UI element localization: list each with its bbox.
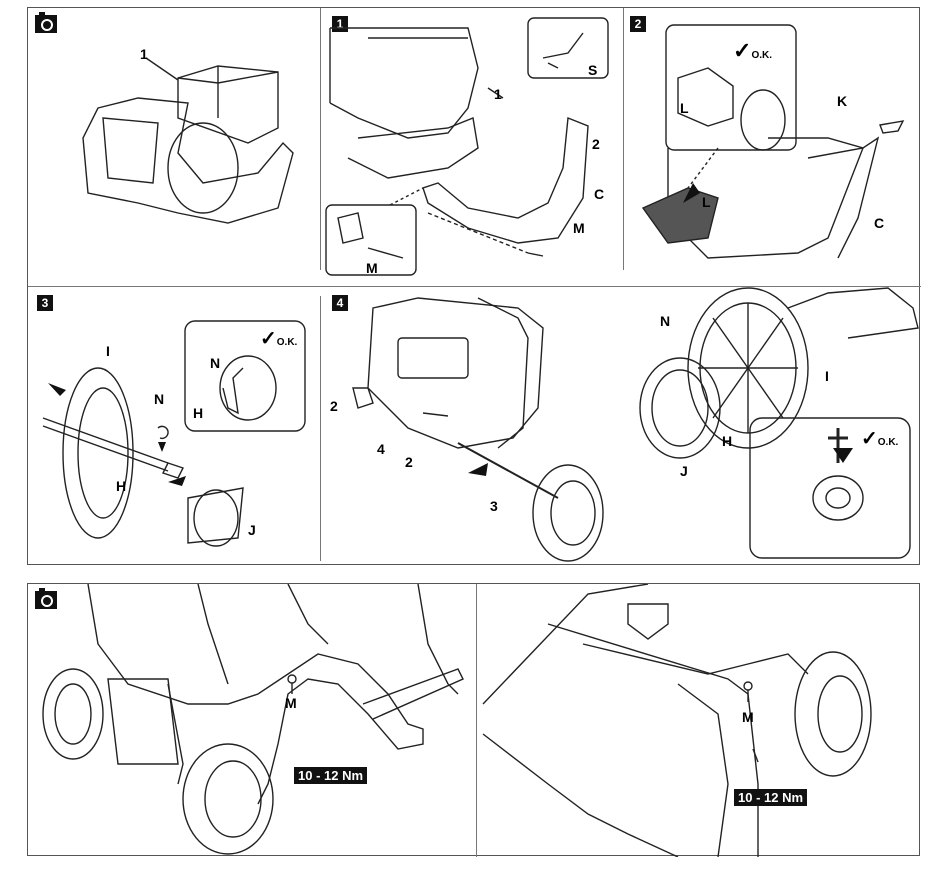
shredder-overview-illustration bbox=[83, 58, 293, 223]
top-instruction-panel: 1 2 3 4 bbox=[27, 7, 920, 565]
step1-illustration bbox=[326, 18, 608, 275]
label-step4-2b: 2 bbox=[405, 454, 413, 470]
label-wheel-J: J bbox=[680, 463, 688, 479]
label-right-M: M bbox=[742, 709, 754, 725]
step4-illustration bbox=[353, 298, 603, 561]
right-torque-illustration bbox=[483, 584, 871, 857]
shredder-line-drawings bbox=[28, 8, 921, 566]
label-step4-2a: 2 bbox=[330, 398, 338, 414]
ok-checkmark-step3: ✓O.K. bbox=[260, 326, 297, 351]
torque-spec-right: 10 - 12 Nm bbox=[734, 789, 807, 806]
step3-illustration bbox=[43, 321, 305, 546]
step2-illustration bbox=[643, 25, 903, 258]
label-step1-1: 1 bbox=[494, 86, 502, 102]
checkmark-icon: ✓ bbox=[733, 38, 751, 63]
label-step3-N: N bbox=[154, 391, 164, 407]
left-torque-illustration bbox=[43, 584, 463, 854]
wheel-assembly-illustration bbox=[640, 288, 918, 558]
label-step4-3: 3 bbox=[490, 498, 498, 514]
bottom-instruction-panel: M M 10 - 12 Nm 10 - 12 Nm bbox=[27, 583, 920, 856]
label-step2-L: L bbox=[702, 194, 711, 210]
label-step3-H-inset: H bbox=[193, 405, 203, 421]
label-overview-1: 1 bbox=[140, 46, 148, 62]
label-step2-C: C bbox=[874, 215, 884, 231]
label-step1-M: M bbox=[573, 220, 585, 236]
label-wheel-H: H bbox=[722, 433, 732, 449]
arrow-icon bbox=[48, 183, 853, 486]
label-step2-K: K bbox=[837, 93, 847, 109]
label-left-M: M bbox=[285, 695, 297, 711]
label-step3-H: H bbox=[116, 478, 126, 494]
label-wheel-I: I bbox=[825, 368, 829, 384]
ok-checkmark-step2: ✓O.K. bbox=[733, 38, 772, 64]
label-wheel-N: N bbox=[660, 313, 670, 329]
label-step1-M-inset: M bbox=[366, 260, 378, 276]
label-step1-2: 2 bbox=[592, 136, 600, 152]
ok-checkmark-wheel: ✓O.K. bbox=[861, 426, 898, 451]
torque-line-drawings bbox=[28, 584, 921, 857]
label-step4-4: 4 bbox=[377, 441, 385, 457]
label-step1-S: S bbox=[588, 62, 597, 78]
label-step3-N-inset: N bbox=[210, 355, 220, 371]
label-step3-J: J bbox=[248, 522, 256, 538]
checkmark-icon: ✓ bbox=[861, 428, 878, 450]
label-step1-C: C bbox=[594, 186, 604, 202]
torque-spec-left: 10 - 12 Nm bbox=[294, 767, 367, 784]
label-step3-I: I bbox=[106, 343, 110, 359]
checkmark-icon: ✓ bbox=[260, 328, 277, 350]
label-step2-L-inset: L bbox=[680, 100, 689, 116]
